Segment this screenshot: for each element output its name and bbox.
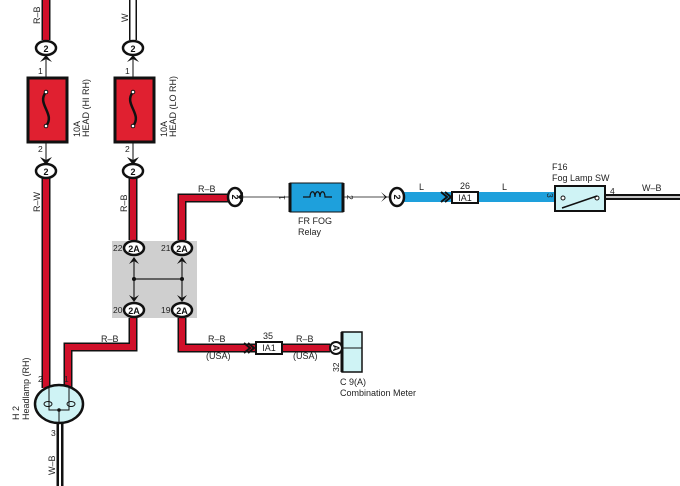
pin-label: 1	[38, 66, 43, 76]
wire-label: R–B	[119, 194, 129, 212]
junction-block: 2A 2A 2A 2A 22 21 20 19	[112, 239, 197, 319]
pin-label: 20	[113, 305, 123, 315]
wire-label: W–B	[47, 455, 57, 475]
pin-label: 2	[38, 374, 43, 384]
headlamp-rh: 2 1 3 H 2 Headlamp (RH)	[11, 357, 85, 438]
inline-name: IA1	[262, 343, 276, 353]
rb-wires	[41, 0, 330, 388]
connector-label: 2A	[128, 306, 140, 316]
pin-label: 22	[113, 243, 123, 253]
wire-label: R–B	[101, 334, 119, 344]
wire-label: L	[419, 182, 424, 192]
inline-connector-ia1: IA1 26	[440, 181, 479, 204]
fog-lamp-switch: F16 Fog Lamp SW 3 4	[545, 162, 615, 212]
connector-label: 2A	[176, 244, 188, 254]
wire-note: (USA)	[293, 351, 318, 361]
wire-note: (USA)	[206, 351, 231, 361]
pin-label: 21	[161, 243, 171, 253]
pin-label: 19	[161, 305, 171, 315]
relay-name: Relay	[298, 227, 322, 237]
pin-label: 2	[345, 195, 355, 200]
inline-name: IA1	[458, 193, 472, 203]
pin-label: 26	[460, 181, 470, 191]
connector-label: 2	[43, 167, 48, 177]
pin-label: 3	[545, 193, 555, 198]
connector-label: 2	[392, 194, 402, 199]
connector-label: 2	[43, 44, 48, 54]
pin-label: 1	[64, 374, 69, 384]
wire-label: L	[502, 182, 507, 192]
connector-label: 2	[130, 167, 135, 177]
connector-label: 2	[230, 194, 240, 199]
pin-label: 2	[38, 144, 43, 154]
component-code: C 9(A)	[340, 377, 366, 387]
fuse-rating: 10A	[72, 121, 82, 137]
wire-label: R–B	[198, 184, 216, 194]
inline-connector-ia1-2: IA1 35	[243, 331, 283, 355]
fuse-head-lo-rh	[113, 76, 156, 144]
component-name: Combination Meter	[340, 388, 416, 398]
pin-label: 4	[610, 186, 615, 196]
pin-label: 1	[277, 195, 287, 200]
wire-label: W–B	[642, 183, 662, 193]
relay-name: FR FOG	[298, 216, 332, 226]
fuse-connectors: 2 2 2 2	[34, 39, 145, 180]
component-name: Headlamp (RH)	[21, 357, 31, 420]
wire-label: R–B	[32, 6, 42, 24]
pin-label: 35	[263, 331, 273, 341]
component-code: H 2	[11, 406, 21, 420]
connector-label: A	[331, 345, 341, 352]
connector-label: 2A	[128, 244, 140, 254]
fr-fog-relay: 2 1 2 FR FOG Relay 2	[226, 182, 406, 237]
wire-label: R–W	[32, 191, 42, 212]
connector-label: 2	[130, 44, 135, 54]
fuse-head-hi-rh	[26, 76, 69, 144]
component-name: Fog Lamp SW	[552, 173, 610, 183]
component-code: F16	[552, 162, 568, 172]
wire-label: R–B	[296, 334, 314, 344]
pin-label: 2	[125, 144, 130, 154]
fuse-name: HEAD (HI RH)	[81, 79, 91, 137]
fuse-name: HEAD (LO RH)	[168, 76, 178, 137]
pin-label: 1	[125, 66, 130, 76]
connector-label: 2A	[176, 306, 188, 316]
pin-label: 3	[51, 428, 56, 438]
combination-meter: A 32 C 9(A) Combination Meter	[329, 331, 416, 398]
wire-label: R–B	[208, 334, 226, 344]
wire-label: W	[120, 13, 130, 22]
pin-label: 32	[331, 362, 341, 372]
fuse-rating: 10A	[159, 121, 169, 137]
